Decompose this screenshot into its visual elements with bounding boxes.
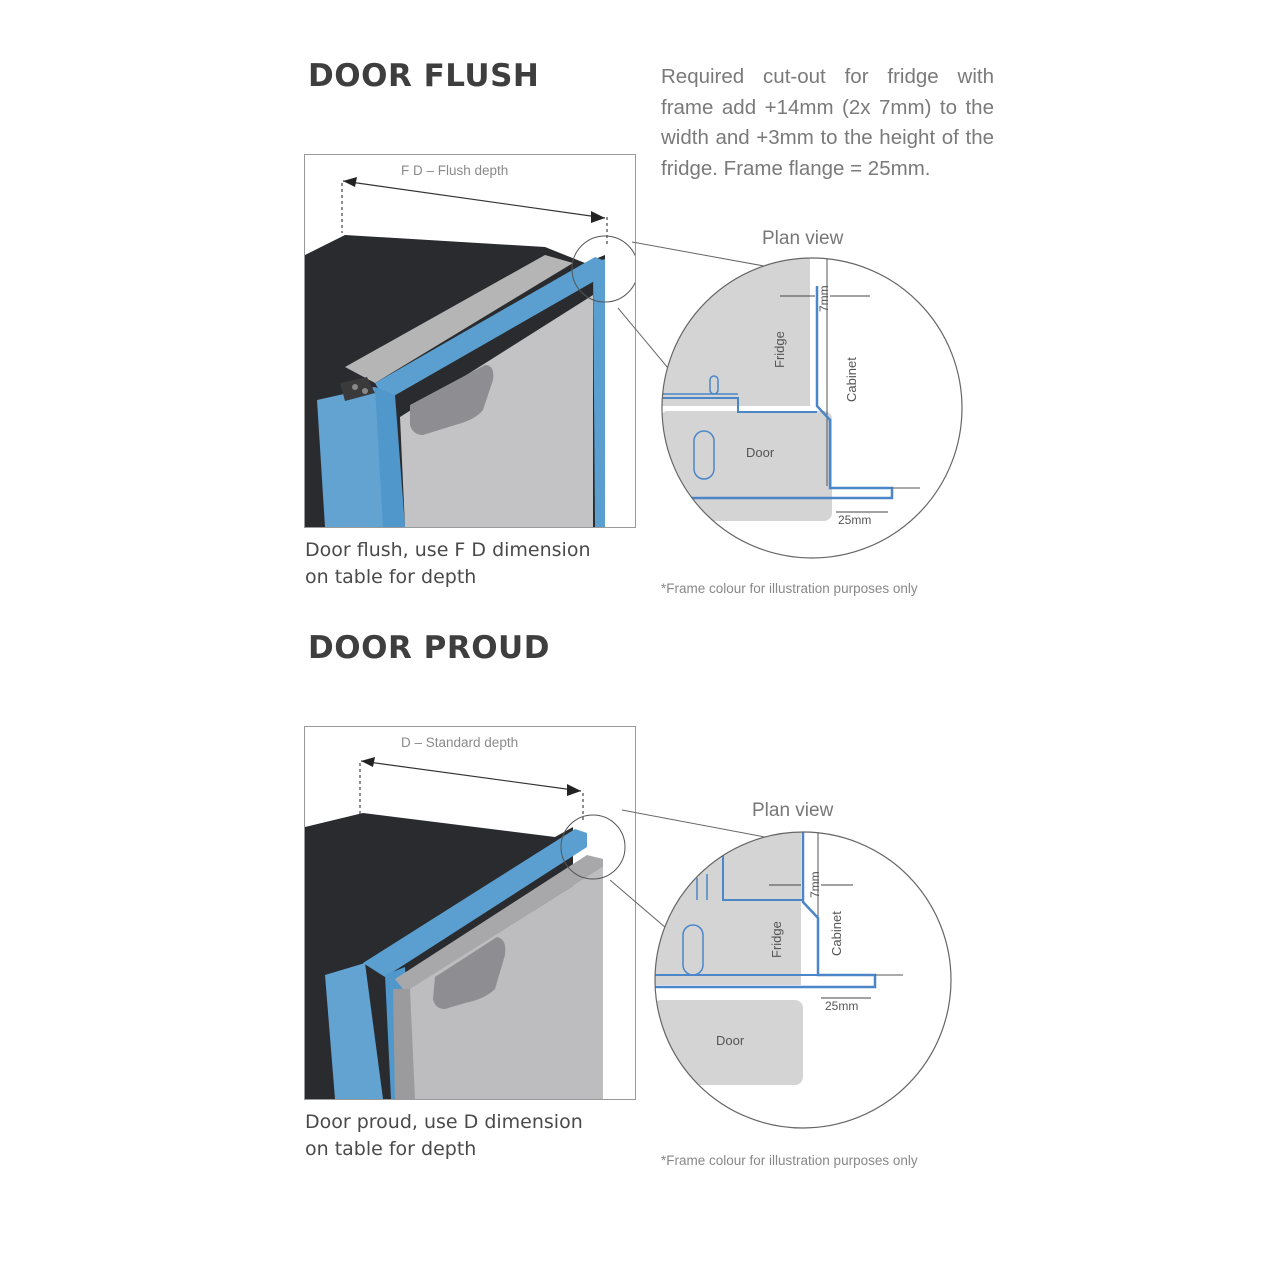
plan-view-flush-diagram: Fridge Cabinet Door 7mm 25mm <box>661 257 963 559</box>
flush-depth-label: F D – Flush depth <box>401 163 509 178</box>
zoom-connector-lines-2 <box>609 809 771 929</box>
cabinet-label-2: Cabinet <box>829 911 844 956</box>
cutout-note: Required cut-out for fridge with frame a… <box>661 65 994 180</box>
door-proud-heading: DOOR PROUD <box>308 630 550 666</box>
flange-label: 25mm <box>838 513 871 527</box>
fridge-label-2: Fridge <box>769 921 784 958</box>
fridge-label: Fridge <box>772 331 787 368</box>
plan-view-title-proud: Plan view <box>752 800 834 821</box>
plan-view-title-flush: Plan view <box>762 228 844 249</box>
door-proud-illustration <box>305 757 626 1099</box>
caption-line-1: Door flush, use F D dimension <box>305 539 591 561</box>
gap-label: 7mm <box>817 285 831 312</box>
gap-label-2: 7mm <box>808 871 822 898</box>
door-proud-caption: Door proud, use D dimension on table for… <box>305 1109 583 1163</box>
caption-line-2: on table for depth <box>305 566 477 588</box>
door-flush-caption: Door flush, use F D dimension on table f… <box>305 537 591 591</box>
frame-colour-footnote: *Frame colour for illustration purposes … <box>661 581 918 596</box>
door-proud-photo: D – Standard depth <box>304 726 636 1100</box>
door-flush-illustration <box>305 177 635 527</box>
caption-line-1: Door proud, use D dimension <box>305 1111 583 1133</box>
caption-line-2: on table for depth <box>305 1138 477 1160</box>
door-label-2: Door <box>716 1033 745 1048</box>
frame-colour-footnote-2: *Frame colour for illustration purposes … <box>661 1153 918 1168</box>
door-flush-photo: F D – Flush depth <box>304 154 636 528</box>
flange-label-2: 25mm <box>825 999 858 1013</box>
cabinet-label: Cabinet <box>844 357 859 402</box>
plan-view-proud-diagram: Fridge Cabinet Door 7mm 25mm <box>654 831 952 1129</box>
door-label: Door <box>746 445 775 460</box>
standard-depth-label: D – Standard depth <box>401 735 519 750</box>
door-flush-heading: DOOR FLUSH <box>308 58 540 94</box>
